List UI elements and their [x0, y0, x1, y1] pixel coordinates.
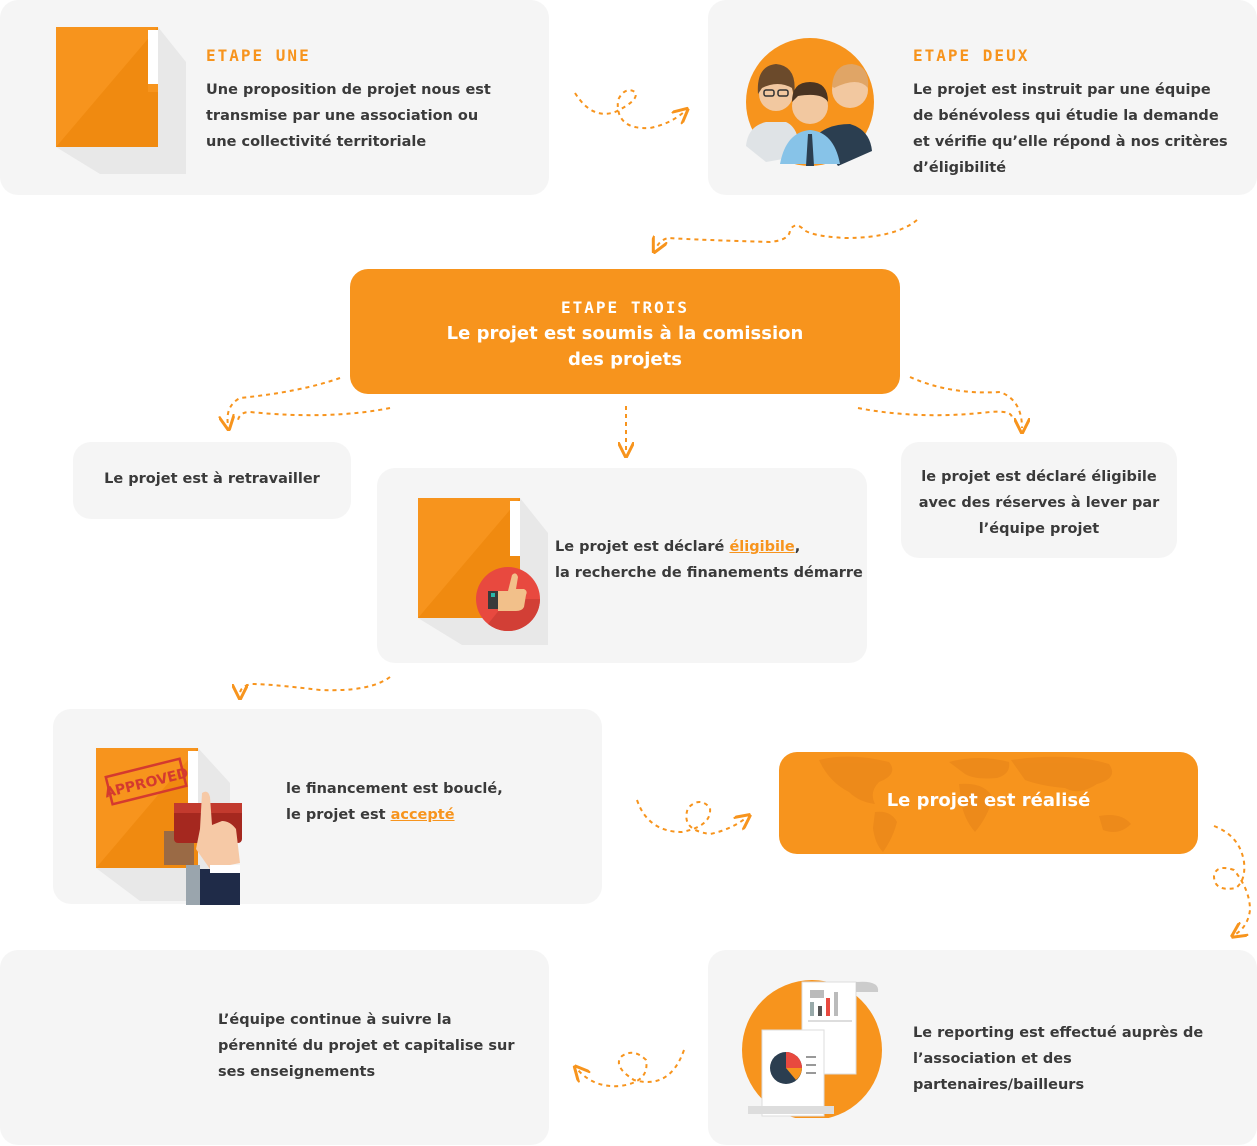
arrow-reserves-return: [857, 407, 1013, 419]
arrow-financing-to-realised: [636, 799, 746, 836]
realised-text: Le projet est réalisé: [886, 790, 1091, 811]
reserves-text: le projet est déclaré éligibile avec des…: [918, 469, 1160, 537]
report-charts-icon: [740, 978, 885, 1120]
eligible-text-before: Le projet est déclaré: [555, 539, 730, 555]
financing-text-before: le projet est: [286, 807, 391, 823]
followup-card: [0, 950, 549, 1145]
realised-card: [779, 752, 1198, 854]
accepted-link[interactable]: accepté: [390, 807, 455, 823]
arrow-realised-to-reporting: [1212, 825, 1252, 934]
reporting-text: Le reporting est effectué auprès de l’as…: [913, 1025, 1204, 1093]
eligible-line2: la recherche de finanements démarre: [555, 565, 863, 581]
step-one-text: Une proposition de projet nous est trans…: [206, 82, 491, 150]
eligible-line1: Le projet est déclaré éligibile,: [555, 534, 800, 560]
arrow-step2-to-step3: [656, 219, 918, 248]
team-icon: [738, 36, 878, 171]
step-three-line2: des projets: [568, 349, 682, 370]
world-map-icon: [819, 756, 1131, 852]
step-two-title: Etape deux: [913, 46, 1030, 65]
reserves-card: [901, 442, 1177, 558]
arrow-step3-to-reserves: [909, 376, 1022, 428]
step-three-line1: Le projet est soumis à la comission: [446, 323, 804, 344]
step-two-text: Le projet est instruit par une équipe de…: [913, 82, 1228, 176]
eligible-text-after: ,: [794, 539, 801, 555]
arrow-eligible-to-financing: [240, 676, 391, 694]
approved-stamp-icon: APPROVED: [90, 743, 250, 905]
followup-text: L’équipe continue à suivre la pérennité …: [218, 1012, 515, 1080]
step-one-title: Etape une: [206, 46, 311, 65]
arrow-reporting-to-followup: [578, 1049, 685, 1088]
arrow-step3-to-rework: [228, 377, 341, 425]
financing-line1: le financement est bouclé,: [286, 781, 503, 797]
step-three-card: [350, 269, 900, 394]
arrow-step1-to-step2: [574, 89, 684, 130]
step-three-title: Etape trois: [561, 298, 689, 317]
arrow-rework-return: [237, 407, 391, 421]
eligible-link[interactable]: éligibile: [729, 539, 795, 555]
rework-text: Le projet est à retravailler: [104, 471, 320, 487]
folder-thumbs-up-icon: [412, 493, 552, 648]
financing-line2: le projet est accepté: [286, 802, 455, 828]
folder-icon: [50, 22, 190, 177]
rework-card: [73, 442, 351, 519]
